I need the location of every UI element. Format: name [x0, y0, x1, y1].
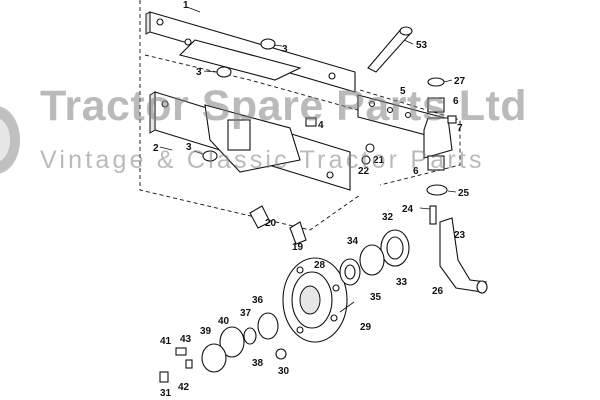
callout-6: 6	[453, 96, 459, 107]
callout-32: 32	[382, 212, 394, 223]
callout-41: 41	[160, 336, 172, 347]
callout-20: 20	[265, 218, 277, 229]
callout-2: 2	[153, 143, 159, 154]
callout-36: 36	[252, 295, 264, 306]
callout-33: 33	[396, 277, 408, 288]
callout-37: 37	[240, 308, 252, 319]
leader-lines	[159, 6, 457, 210]
king-pin	[367, 26, 413, 73]
watermark-tagline: Vintage & Classic Tractor Parts	[40, 146, 485, 174]
callout-31: 31	[160, 388, 172, 399]
callout-5: 5	[400, 86, 406, 97]
dashed-outline-mid	[144, 54, 359, 111]
callout-26: 26	[432, 286, 444, 297]
callout-28: 28	[314, 260, 326, 271]
callout-53: 53	[416, 40, 428, 51]
dashed-outline-right	[359, 89, 461, 186]
callout-7: 7	[457, 123, 463, 134]
dashed-outline-left	[139, 0, 361, 231]
callout-1: 1	[183, 0, 189, 11]
callout-35: 35	[370, 292, 382, 303]
callout-3: 3	[186, 142, 192, 153]
callout-40: 40	[218, 316, 230, 327]
callout-24: 24	[402, 204, 414, 215]
bolt-parts	[249, 115, 457, 245]
hub-cap-parts	[159, 301, 355, 383]
callout-34: 34	[347, 236, 359, 247]
callout-19: 19	[292, 242, 304, 253]
callout-3: 3	[196, 67, 202, 78]
callout-42: 42	[178, 382, 190, 393]
callout-23: 23	[454, 230, 466, 241]
callout-22: 22	[358, 166, 370, 177]
callout-43: 43	[180, 334, 192, 345]
callout-39: 39	[200, 326, 212, 337]
callout-29: 29	[360, 322, 372, 333]
callout-30: 30	[278, 366, 290, 377]
axle-beam-upper	[145, 11, 356, 93]
callout-21: 21	[373, 155, 385, 166]
callout-6: 6	[413, 166, 419, 177]
wheel-hub	[282, 257, 348, 343]
callout-38: 38	[252, 358, 264, 369]
pivot-housing	[423, 77, 453, 196]
axle-beam-lower	[149, 91, 351, 191]
bearing-seal-set	[219, 229, 410, 358]
callout-27: 27	[454, 76, 466, 87]
callout-3: 3	[282, 44, 288, 55]
watermark-company: Tractor Spare Parts Ltd	[40, 82, 528, 130]
watermark-logo-icon	[0, 106, 20, 174]
bush-parts	[202, 38, 276, 162]
stub-axle	[429, 205, 488, 294]
callout-4: 4	[318, 120, 324, 131]
callout-25: 25	[458, 188, 470, 199]
